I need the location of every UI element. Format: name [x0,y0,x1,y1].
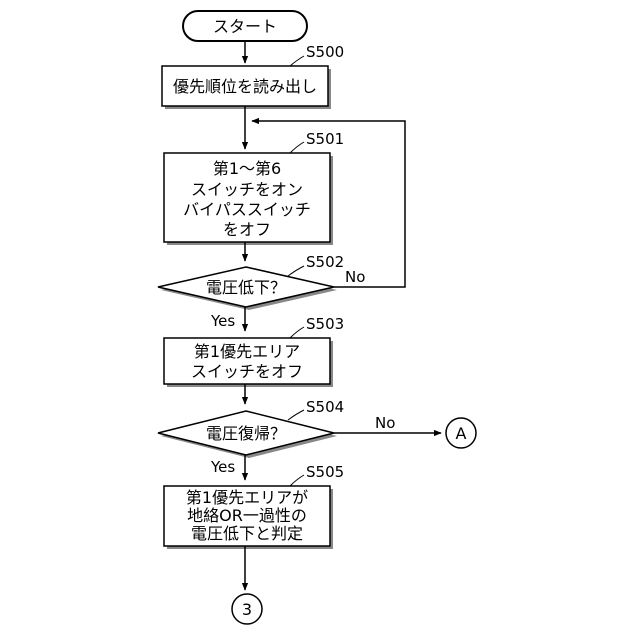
step-s505: 第1優先エリアが 地絡OR一過性の 電圧低下と判定 S505 [164,463,344,549]
start-terminal: スタート [183,11,307,41]
s502-no-label: No [345,268,365,286]
step-s505-line3: 電圧低下と判定 [191,524,303,543]
decision-s502-text: 電圧低下？ [206,278,286,297]
step-s500: 優先順位を読み出し S500 [162,43,344,109]
start-label: スタート [213,17,277,36]
decision-s502-id: S502 [306,253,344,271]
connector-a-label: A [456,424,467,443]
s502-yes-label: Yes [210,312,235,330]
decision-s504-text: 電圧復帰？ [206,424,286,443]
step-s501: 第1～第6 スイッチをオン バイパススイッチ をオフ S501 [164,130,344,245]
step-s501-line4: をオフ [223,220,271,239]
step-s505-line1: 第1優先エリアが [186,488,308,507]
decision-s502: 電圧低下？ S502 [158,253,344,310]
s504-no-label: No [375,414,395,432]
step-s503-id: S503 [306,315,344,333]
step-s501-line3: バイパススイッチ [183,200,311,219]
step-s501-id: S501 [306,130,344,148]
s504-yes-label: Yes [210,458,235,476]
connector-3: 3 [232,594,262,624]
step-s503-line1: 第1優先エリア [194,342,300,361]
connector-a: A [446,418,476,448]
step-s505-line2: 地絡OR一過性の [187,506,307,525]
step-s500-text: 優先順位を読み出し [173,77,317,96]
step-s500-id: S500 [306,43,344,61]
step-s503: 第1優先エリア スイッチをオフ S503 [164,315,344,387]
step-s501-line2: スイッチをオン [191,180,303,199]
decision-s504-id: S504 [306,398,344,416]
step-s505-id: S505 [306,463,344,481]
step-s503-line2: スイッチをオフ [191,362,303,381]
step-s501-line1: 第1～第6 [213,159,281,178]
connector-3-label: 3 [242,600,252,619]
decision-s504: 電圧復帰？ S504 [158,398,344,458]
